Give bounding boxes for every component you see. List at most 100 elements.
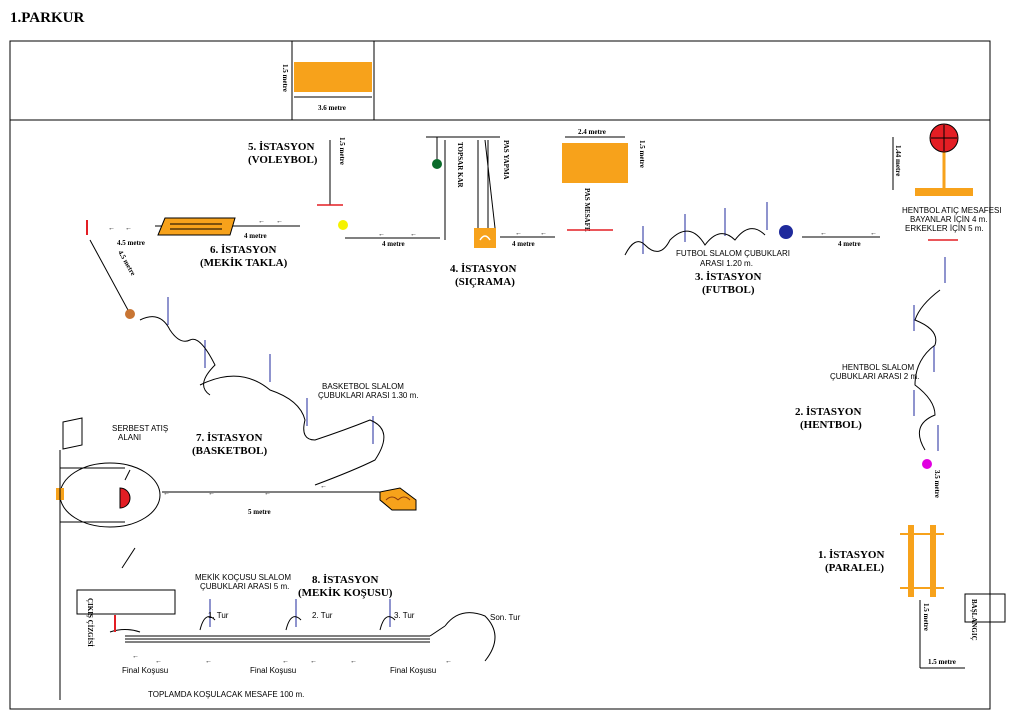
hentbol-note-1: HENTBOL SLALOM: [842, 363, 915, 372]
futbol-note-1: FUTBOL SLALOM ÇUBUKLARI: [676, 249, 790, 258]
dist-15m: 1.5 metre: [928, 658, 956, 666]
svg-text:←: ←: [540, 229, 547, 237]
volleyball-icon: [338, 220, 348, 230]
station-6: 6. İSTASYON (MEKİK TAKLA) 4.5 metre: [86, 217, 288, 319]
station-2-name: 2. İSTASYON: [795, 406, 861, 418]
ball-icon-brown: [125, 309, 135, 319]
svg-text:←: ←: [350, 657, 357, 665]
svg-text:←: ←: [445, 657, 452, 665]
dist-4m-c: 4 metre: [512, 240, 535, 248]
turn-last: Son. Tur: [490, 613, 521, 622]
start-label: BAŞLANGIÇ: [970, 599, 978, 641]
finish-line-label: ÇIKIŞ ÇİZGİSİ: [86, 598, 94, 647]
station-6-sub: (MEKİK TAKLA): [200, 257, 288, 269]
station-8-sub: (MEKİK KOŞUSU): [298, 587, 393, 599]
station-1: 1. İSTASYON (PARALEL) 1.5 metre BAŞLANGI…: [818, 525, 1006, 669]
svg-text:←: ←: [820, 229, 827, 237]
svg-text:←: ←: [258, 217, 265, 225]
station-3-name: 3. İSTASYON: [695, 271, 761, 283]
dist-4m-b: 4 metre: [382, 240, 405, 248]
basket-note-2: ÇUBUKLARI ARASI 1.30 m.: [318, 391, 418, 400]
final-1: Final Koşusu: [122, 666, 168, 675]
station-8-name: 8. İSTASYON: [312, 574, 378, 586]
atis-note-3: ERKEKLER İÇİN 5 m.: [905, 224, 984, 233]
svg-text:3.5 metre: 3.5 metre: [933, 470, 941, 498]
svg-text:TOPSAR KAR: TOPSAR KAR: [456, 142, 464, 189]
station-4: TOPSAR KAR PAS YAPMA 4. İSTASYON (SIÇRAM…: [426, 136, 516, 288]
slalom-poles: [167, 202, 946, 627]
svg-text:←: ←: [282, 657, 289, 665]
station-7: BASKETBOL SLALOM ÇUBUKLARI ARASI 1.30 m.…: [56, 382, 418, 700]
station-8: MEKİK KOÇUSU SLALOM ÇUBUKLARI ARASI 5 m.…: [76, 573, 521, 699]
svg-text:←: ←: [205, 657, 212, 665]
svg-text:1.5 metre: 1.5 metre: [638, 140, 646, 168]
weave-curves: [109, 228, 941, 662]
outer-frame: [9, 40, 991, 710]
svg-text:PAS YAPMA: PAS YAPMA: [502, 140, 510, 180]
svg-text:←: ←: [163, 489, 170, 497]
hentbol-height: 1.44 metre: [894, 145, 902, 176]
station-3-sub: (FUTBOL): [702, 284, 755, 296]
svg-text:←: ←: [276, 217, 283, 225]
station-5: 5. İSTASYON (VOLEYBOL) 1.5 metre: [248, 137, 348, 230]
atis-note-2: BAYANLAR İÇİN 4 m.: [910, 215, 988, 224]
hentbol-goal: 1.44 metre HENTBOL ATIÇ MESAFESI BAYANLA…: [892, 123, 1002, 241]
dist-4m-a: 4 metre: [244, 232, 267, 240]
svg-text:←: ←: [132, 652, 139, 660]
route-lines: [125, 225, 880, 643]
svg-text:←: ←: [108, 224, 115, 232]
station-5-sub: (VOLEYBOL): [248, 154, 318, 166]
futbol-note-2: ARASI 1.20 m.: [700, 259, 753, 268]
station-7-name: 7. İSTASYON: [196, 432, 262, 444]
station-6-name: 6. İSTASYON: [210, 244, 276, 256]
turn-1: 1. Tur: [208, 611, 229, 620]
station-1-name: 1. İSTASYON: [818, 549, 884, 561]
dist-4m-d: 4 metre: [838, 240, 861, 248]
station-3: FUTBOL SLALOM ÇUBUKLARI ARASI 1.20 m. 3.…: [676, 225, 793, 296]
svg-text:←: ←: [515, 229, 522, 237]
hentbol-note-2: ÇUBUKLARI ARASI 2 m.: [830, 372, 919, 381]
svg-text:←: ←: [870, 229, 877, 237]
final-3: Final Koşusu: [390, 666, 436, 675]
serbest-2: ALANI: [118, 433, 141, 442]
mat-24: 2.4 metre 1.5 metre PAS MESAFE: [562, 128, 646, 232]
svg-text:←: ←: [378, 230, 385, 238]
dist-45m: 4.5 metre: [117, 239, 145, 247]
total-distance: TOPLAMDA KOŞULACAK MESAFE 100 m.: [148, 690, 304, 699]
top-box-height: 1.5 metre: [281, 64, 289, 92]
mekik-note-2: ÇUBUKLARI ARASI 5 m.: [200, 582, 289, 591]
football-icon: [779, 225, 793, 239]
station-2-sub: (HENTBOL): [800, 419, 862, 431]
atis-note-1: HENTBOL ATIÇ MESAFESI: [902, 206, 1002, 215]
top-box: 3.6 metre 1.5 metre: [281, 41, 375, 120]
svg-text:←: ←: [264, 489, 271, 497]
top-box-width: 3.6 metre: [318, 104, 346, 112]
page-title: 1.PARKUR: [10, 10, 84, 26]
station-4-sub: (SIÇRAMA): [455, 276, 515, 288]
mat-24-label: 2.4 metre: [578, 128, 606, 136]
svg-text:←: ←: [310, 657, 317, 665]
turn-3: 3. Tur: [394, 611, 415, 620]
dist-5m: 5 metre: [248, 508, 271, 516]
svg-text:←: ←: [155, 657, 162, 665]
arrow-marks: ← ← ← ← ← ← ← ← ← ← ← ← ← ← ← ← ← ← ← ← ←: [108, 217, 877, 665]
turn-2: 2. Tur: [312, 611, 333, 620]
handball-icon: [922, 459, 932, 469]
station-5-name: 5. İSTASYON: [248, 141, 314, 153]
svg-text:1.5 metre: 1.5 metre: [338, 137, 346, 165]
svg-text:PAS MESAFE: PAS MESAFE: [583, 188, 591, 232]
station-7-sub: (BASKETBOL): [192, 445, 268, 457]
mekik-note-1: MEKİK KOÇUSU SLALOM: [195, 573, 291, 582]
ball-icon: [432, 159, 442, 169]
final-2: Final Koşusu: [250, 666, 296, 675]
basket-note-1: BASKETBOL SLALOM: [322, 382, 404, 391]
serbest-1: SERBEST ATIŞ: [112, 424, 168, 433]
svg-text:←: ←: [320, 482, 327, 490]
station-1-sub: (PARALEL): [825, 562, 884, 574]
svg-text:←: ←: [125, 224, 132, 232]
svg-text:4.5 metre: 4.5 metre: [116, 249, 137, 277]
svg-text:←: ←: [208, 489, 215, 497]
station-2: HENTBOL SLALOM ÇUBUKLARI ARASI 2 m. 2. İ…: [795, 363, 941, 498]
svg-text:←: ←: [410, 230, 417, 238]
